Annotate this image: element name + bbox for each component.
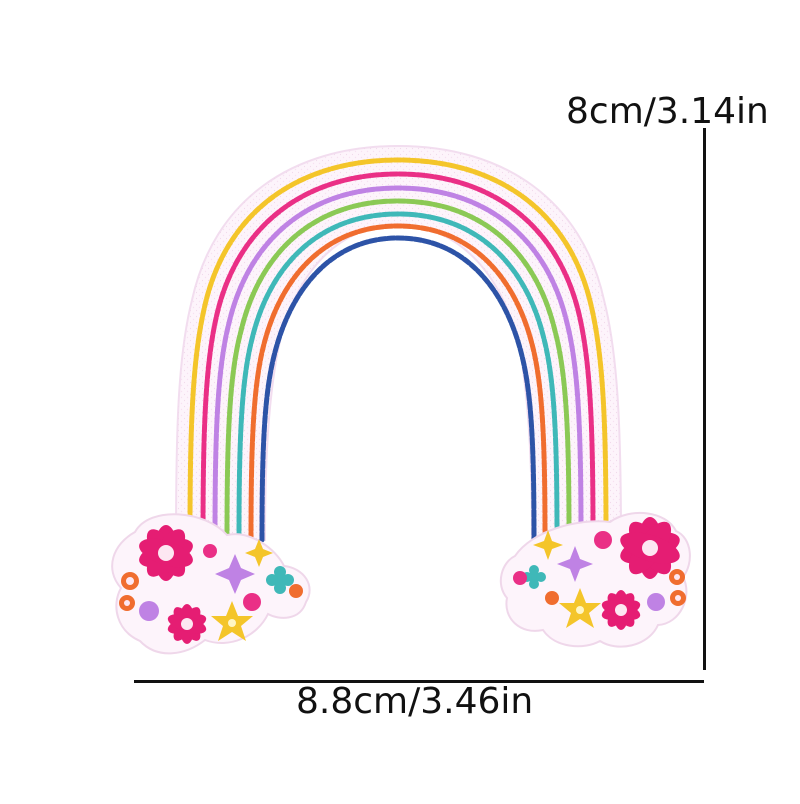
- rainbow-band-yellow: [187, 157, 609, 543]
- flower-teal-right: [522, 565, 546, 589]
- height-dimension-label: 8cm/3.14in: [566, 91, 769, 132]
- flower-pink-dot-left: [203, 544, 217, 558]
- rainbow-patch: [174, 144, 623, 543]
- left-flower-cluster: [111, 513, 311, 655]
- flower-yellow-top-right: [533, 530, 563, 560]
- flower-teal-left: [266, 566, 294, 594]
- flower-pink-lower-right: [601, 590, 641, 630]
- height-dimension-line: [703, 128, 706, 670]
- flower-violet-left: [215, 554, 255, 594]
- flower-yellow-left: [211, 601, 253, 641]
- flower-violet-right: [557, 546, 593, 582]
- flower-violet-dot-right: [647, 593, 665, 611]
- rainbow-band-pink: [200, 171, 596, 543]
- flower-violet-dot-left: [139, 601, 159, 621]
- flower-pink-dot-right: [594, 531, 612, 549]
- flower-pink-lower-left: [167, 604, 207, 644]
- width-dimension-line: [134, 680, 704, 683]
- right-flower-cluster: [499, 511, 691, 648]
- flower-yellow-top-left: [245, 539, 273, 567]
- width-dimension-label: 8.8cm/3.46in: [296, 681, 534, 722]
- rainbow-band-teal: [236, 211, 560, 543]
- flower-pink-large-right: [620, 517, 680, 579]
- flower-pink-large-left: [139, 525, 193, 581]
- rainbow-band-green: [224, 198, 572, 543]
- rainbow-band-violet: [212, 185, 584, 543]
- flower-orange-dot-left-3: [289, 584, 303, 598]
- flower-pink-dot-right-2: [513, 571, 527, 585]
- rainbow-band-blue: [259, 235, 537, 543]
- flower-orange-dot-right-3: [545, 591, 559, 605]
- flower-pink-dot-left-2: [243, 593, 261, 611]
- flower-yellow-right: [559, 588, 601, 628]
- rainbow-band-orange: [248, 223, 548, 543]
